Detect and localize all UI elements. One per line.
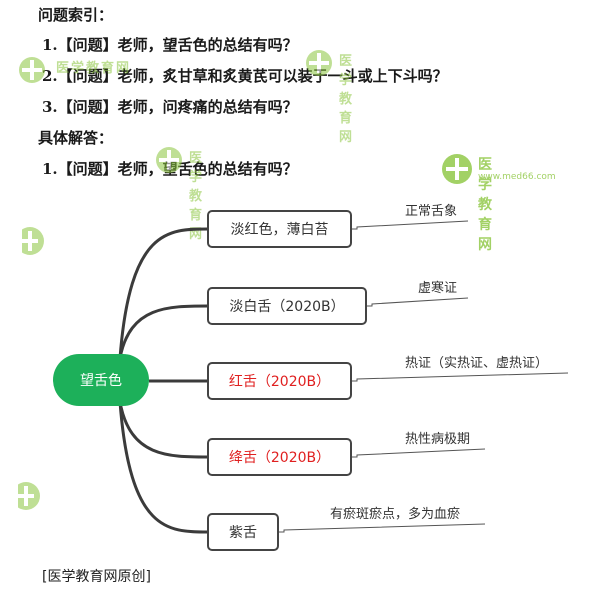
- mindmap-root-label: 望舌色: [80, 372, 122, 389]
- mindmap-branch-node[interactable]: 红舌（2020B）: [207, 362, 352, 400]
- watermark: 医学教育网: [305, 48, 352, 145]
- watermark-name: 医学教育网: [339, 54, 355, 145]
- index-question-3[interactable]: 3.【问题】老师，问疼痛的总结有吗？: [42, 98, 298, 116]
- watermark-name: 医学教育网: [478, 157, 494, 253]
- watermark-name: 医学教育网: [56, 61, 132, 76]
- answers-heading: 具体解答：: [38, 129, 114, 147]
- note-connector: [351, 448, 486, 458]
- med66-logo-icon: [16, 227, 44, 255]
- med66-logo-icon: [156, 147, 182, 173]
- index-heading: 问题索引：: [38, 6, 114, 24]
- mindmap-branch-label: 紫舌: [229, 525, 257, 541]
- watermark: [12, 480, 40, 516]
- note-connector: [366, 297, 469, 307]
- med66-logo-icon: [12, 482, 40, 510]
- watermark-name: 医学教育网: [189, 151, 205, 242]
- mindmap-branch-note: 热证（实热证、虚热证）: [405, 356, 548, 371]
- mindmap-branch-node[interactable]: 紫舌: [207, 513, 279, 551]
- med66-logo-icon: [19, 57, 45, 83]
- note-connector: [278, 523, 486, 533]
- mindmap-branch-node[interactable]: 淡白舌（2020B）: [207, 287, 367, 325]
- mindmap-branch-node[interactable]: 绛舌（2020B）: [207, 438, 352, 476]
- index-question-1[interactable]: 1.【问题】老师，望舌色的总结有吗？: [42, 36, 298, 54]
- index-question-2[interactable]: 2.【问题】老师，炙甘草和炙黄芪可以装于一斗或上下斗吗？: [42, 67, 448, 85]
- branch-connector: [118, 227, 209, 359]
- mindmap-root[interactable]: 望舌色: [53, 354, 149, 406]
- footer-source: [医学教育网原创]: [42, 569, 151, 585]
- mindmap-branch-label: 淡红色，薄白苔: [231, 221, 329, 238]
- mindmap-branch-label: 红舌（2020B）: [229, 374, 330, 390]
- note-connector: [351, 220, 469, 230]
- watermark: [16, 225, 44, 261]
- med66-logo-icon: [442, 154, 472, 184]
- mindmap-branch-label: 淡白舌（2020B）: [229, 299, 344, 315]
- branch-connector: [118, 401, 209, 534]
- branch-connector: [118, 401, 209, 459]
- watermark-url: www.med66.com: [478, 172, 556, 182]
- watermark: 医学教育网: [155, 145, 202, 242]
- mindmap-branch-note: 热性病极期: [405, 432, 470, 447]
- mindmap-branch-node[interactable]: 淡红色，薄白苔: [207, 210, 352, 248]
- mindmap-connectors: [118, 220, 569, 534]
- med66-logo-icon: [306, 50, 332, 76]
- mindmap-branch-note: 正常舌象: [405, 204, 457, 219]
- watermark: 医学教育网 www.med66.com: [440, 152, 556, 253]
- note-connector: [351, 372, 569, 382]
- mindmap-branch-note: 虚寒证: [418, 280, 457, 296]
- watermark: 医学教育网: [18, 55, 238, 89]
- mindmap-branch-label: 绛舌（2020B）: [229, 450, 330, 466]
- mindmap-branch-note: 有瘀斑瘀点，多为血瘀: [330, 506, 460, 522]
- branch-connector: [118, 304, 209, 359]
